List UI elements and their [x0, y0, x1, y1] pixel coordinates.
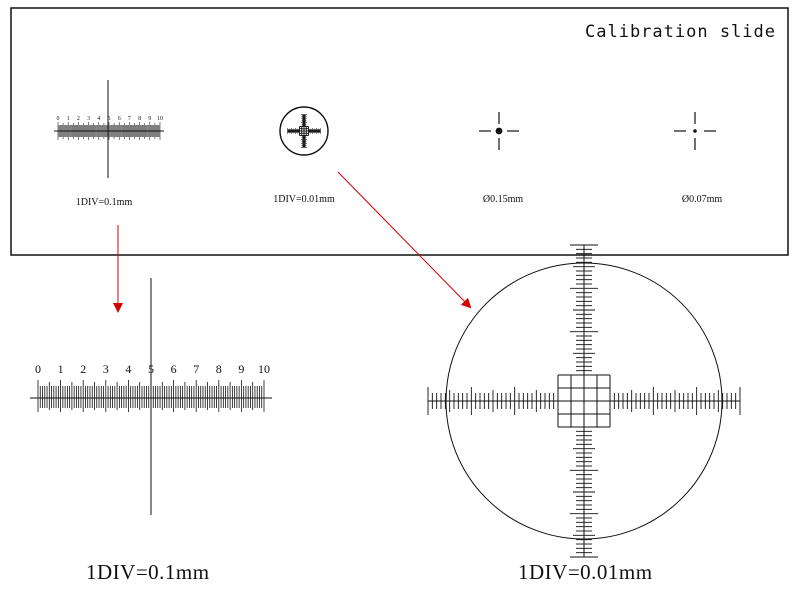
- slide-ruler-number: 5: [108, 116, 111, 122]
- big-ruler-number: 4: [125, 362, 131, 376]
- big-ruler-number: 0: [35, 362, 41, 376]
- enlarged-grid-reticle: [427, 244, 741, 558]
- slide-ruler-number: 10: [157, 116, 163, 122]
- slide-dot-small-target: [674, 112, 716, 150]
- dot-large: [495, 127, 503, 135]
- big-ruler-number: 7: [193, 362, 199, 376]
- big-ruler-number: 5: [148, 362, 154, 376]
- slide-ruler-number: 9: [148, 116, 151, 122]
- ruler-caption: 1DIV=0.1mm: [86, 560, 210, 584]
- slide-ruler-number: 2: [77, 116, 80, 122]
- big-ruler-number: 9: [238, 362, 244, 376]
- dot-small: [693, 129, 697, 133]
- slide-dot-large-target: [479, 112, 519, 150]
- big-ruler-number: 1: [58, 362, 64, 376]
- big-ruler-number: 6: [171, 362, 177, 376]
- slide-ruler-number: 3: [87, 116, 90, 122]
- slide-dot-large-label: Ø0.15mm: [483, 194, 524, 205]
- slide-frame: [10, 7, 789, 256]
- slide-ruler-number: 4: [97, 116, 100, 122]
- big-ruler-number: 10: [258, 362, 270, 376]
- slide-grid-circle: [279, 106, 329, 156]
- slide-ruler-number: 6: [118, 116, 121, 122]
- big-ruler-number: 3: [103, 362, 109, 376]
- slide-dot-small-label: Ø0.07mm: [682, 194, 723, 205]
- arrow-to-grid: [337, 171, 472, 309]
- slide-ruler-number: 1: [67, 116, 70, 122]
- slide-ruler-number: 7: [128, 116, 131, 122]
- slide-ruler-number: 0: [57, 116, 60, 122]
- slide-ruler-target: 0 1 2 3 4 5 6 7 8 9 10: [54, 80, 164, 178]
- slide-ruler-label: 1DIV=0.1mm: [76, 197, 133, 208]
- slide-ruler-number: 8: [138, 116, 141, 122]
- slide-grid-target: [279, 106, 329, 156]
- slide-grid-label: 1DIV=0.01mm: [273, 194, 335, 205]
- enlarged-ruler: 0 1 2 3 4 5 6 7 8 9 10: [30, 278, 272, 515]
- slide-title: Calibration slide: [585, 22, 776, 42]
- grid-caption: 1DIV=0.01mm: [518, 560, 653, 584]
- big-ruler-number: 8: [216, 362, 222, 376]
- big-ruler-number: 2: [80, 362, 86, 376]
